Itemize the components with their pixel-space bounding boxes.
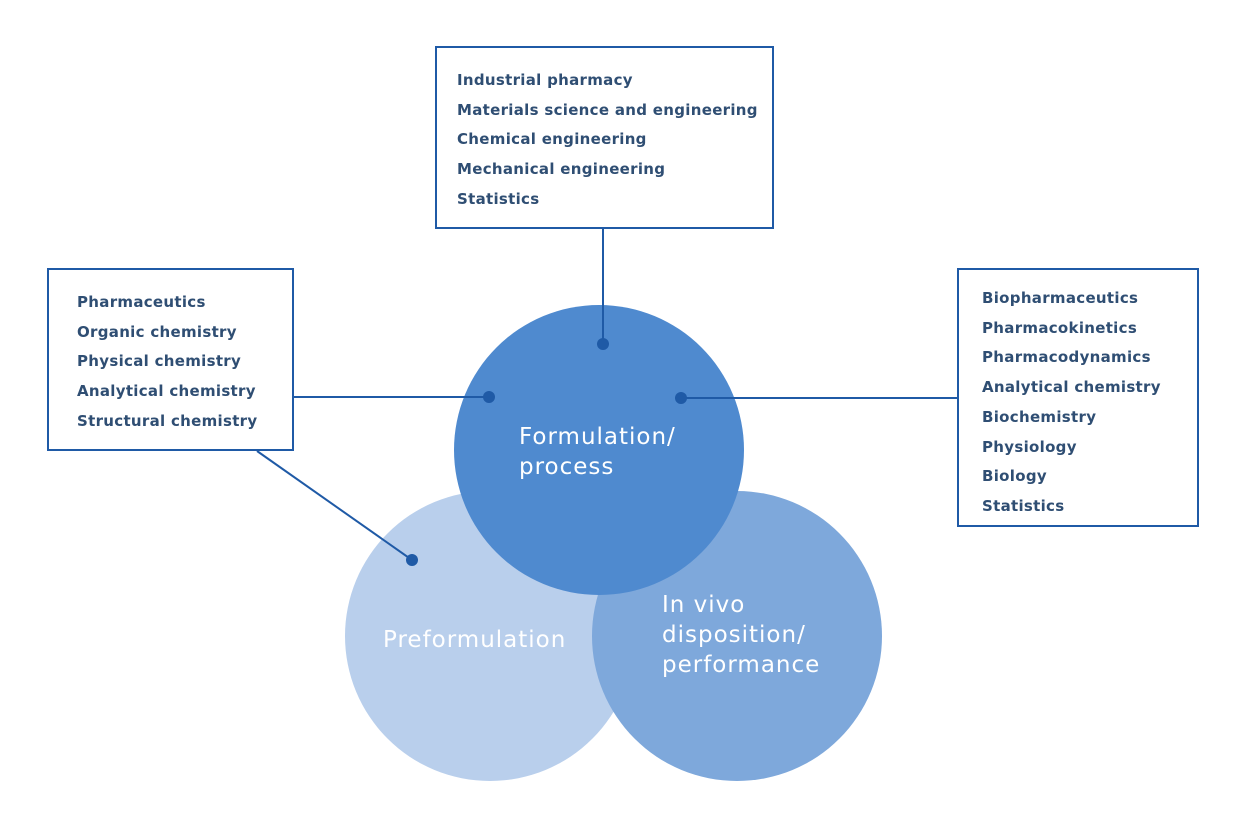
list-item: Structural chemistry — [77, 411, 258, 430]
list-item: Physical chemistry — [77, 352, 242, 371]
formulation-label-line: process — [519, 454, 615, 480]
connector-dot-right — [675, 392, 687, 404]
invivo-label-line: disposition/ — [662, 622, 806, 648]
connector-dot-left — [483, 391, 495, 403]
list-item: Statistics — [457, 189, 540, 208]
chemistry-disciplines-list: Pharmaceutics Organic chemistry Physical… — [77, 288, 292, 437]
formulation-circle — [454, 305, 744, 595]
list-item: Pharmacokinetics — [982, 318, 1138, 337]
list-item: Industrial pharmacy — [457, 71, 633, 89]
invivo-label: In vivo disposition/ performance — [662, 590, 820, 680]
list-item: Chemical engineering — [457, 130, 647, 149]
formulation-label-line: Formulation/ — [519, 424, 676, 450]
list-item: Biochemistry — [982, 407, 1097, 426]
connector-dot-top — [597, 338, 609, 350]
engineering-disciplines-list: Industrial pharmacy Materials science an… — [457, 66, 772, 215]
list-item: Physiology — [982, 437, 1077, 456]
biology-disciplines-list: Biopharmaceutics Pharmacokinetics Pharma… — [982, 284, 1197, 522]
list-item: Analytical chemistry — [77, 382, 256, 401]
preformulation-label: Preformulation — [383, 625, 566, 655]
list-item: Analytical chemistry — [982, 378, 1161, 397]
list-item: Biopharmaceutics — [982, 289, 1139, 307]
invivo-label-line: performance — [662, 652, 821, 678]
invivo-label-line: In vivo — [662, 592, 746, 618]
connector-left-lower — [256, 450, 413, 561]
connector-dot-preformulation — [406, 554, 418, 566]
chemistry-disciplines-box: Pharmaceutics Organic chemistry Physical… — [47, 268, 294, 451]
engineering-disciplines-box: Industrial pharmacy Materials science an… — [435, 46, 774, 229]
list-item: Organic chemistry — [77, 322, 237, 341]
list-item: Mechanical engineering — [457, 160, 666, 179]
list-item: Pharmacodynamics — [982, 348, 1151, 367]
preformulation-label-line: Preformulation — [383, 627, 567, 653]
list-item: Pharmaceutics — [77, 293, 206, 311]
list-item: Biology — [982, 467, 1047, 486]
biology-disciplines-box: Biopharmaceutics Pharmacokinetics Pharma… — [957, 268, 1199, 527]
formulation-label: Formulation/ process — [519, 422, 676, 482]
list-item: Materials science and engineering — [457, 100, 758, 119]
list-item: Statistics — [982, 496, 1065, 515]
